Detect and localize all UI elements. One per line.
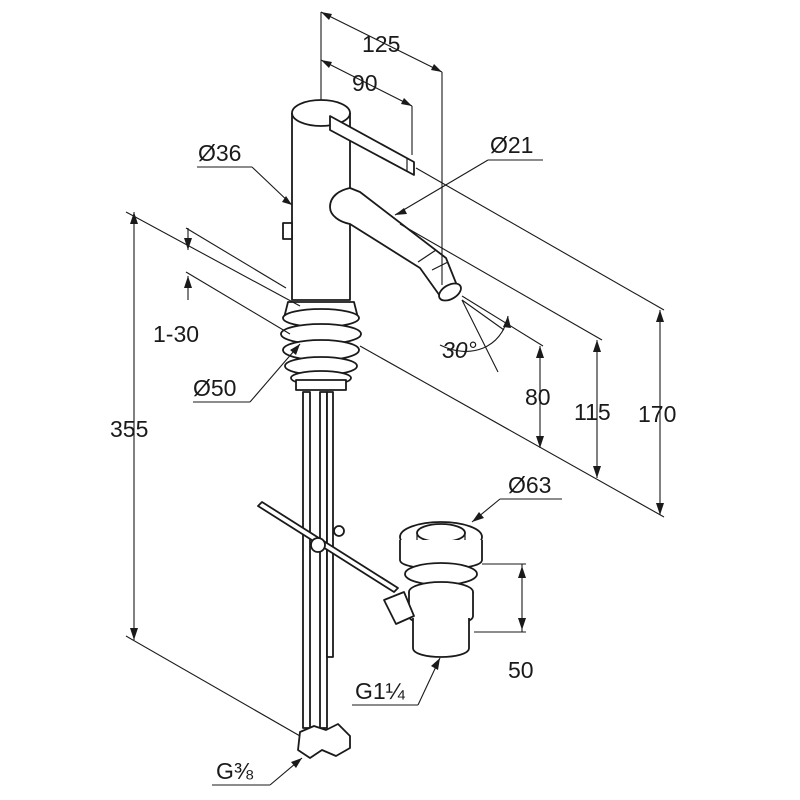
waste-plug [416,523,466,543]
range-1-30-label: 1-30 [153,321,199,347]
pop-up-rod [326,391,334,658]
dia-50-label: Ø50 [193,375,236,401]
supply-pipe-right [319,391,328,729]
supply-pipes [257,391,399,759]
spout [329,187,459,297]
dim-80-label: 80 [525,384,551,410]
waste-lever-connector [383,591,415,625]
dim-50-waste-label: 50 [508,657,534,683]
dim-170-label: 170 [638,401,676,427]
spout-outlet [438,282,462,302]
side-pin [282,222,293,240]
dim-125-label: 125 [362,31,400,57]
dim-115-label: 115 [574,399,611,425]
dim-355-label: 355 [110,416,148,442]
pop-up-waste [383,521,483,658]
dimension-labels: 125 90 Ø36 Ø21 1-30 Ø50 30° 80 115 170 3… [110,31,676,784]
dia-36-label: Ø36 [198,140,241,166]
supply-pipe-nuts [297,723,351,759]
linkage-rod [257,501,399,593]
waste-tailpiece [412,618,470,658]
flange-nut [295,379,347,391]
dia-63-label: Ø63 [508,472,551,498]
faucet-body [280,99,462,391]
linkage-clamp [310,537,326,553]
thread-waste-label: G1¼ [355,678,406,704]
dia-21-label: Ø21 [490,132,533,158]
dim-90-label: 90 [352,70,378,96]
angle-30-label: 30° [442,337,477,363]
dimension-lines [125,11,665,786]
thread-supply-label: G⅜ [216,758,254,784]
lever-handle [329,115,415,176]
supply-pipe-left [302,391,311,729]
